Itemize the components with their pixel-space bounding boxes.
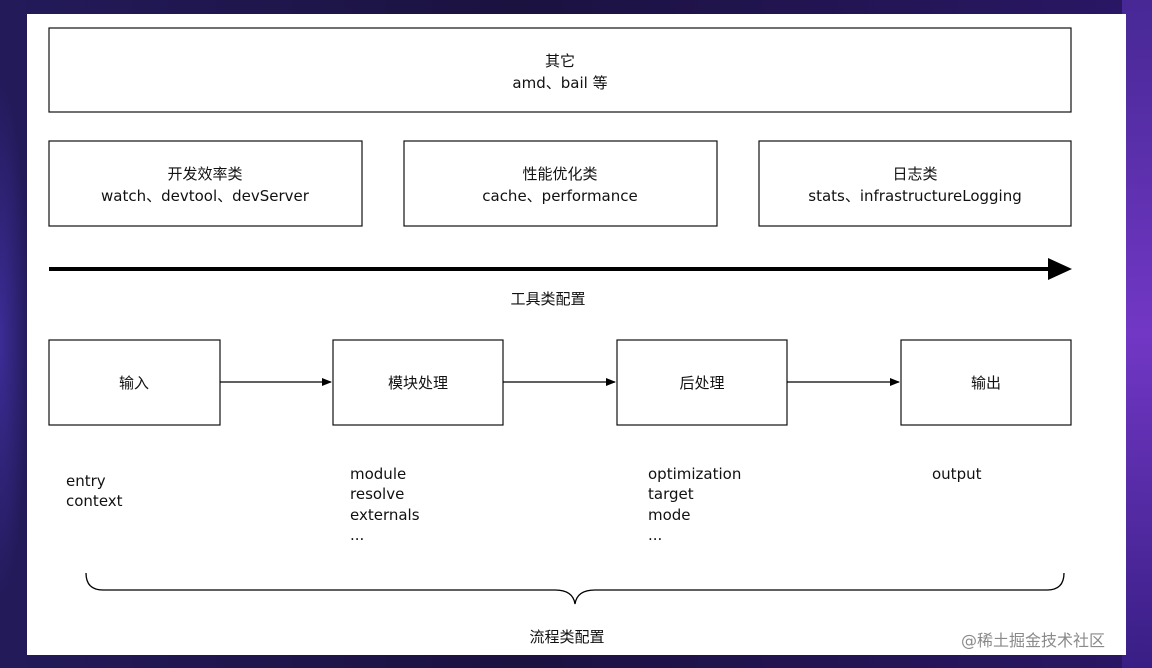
flow-node-label: 输入 <box>119 374 149 392</box>
flow-node-label: 模块处理 <box>388 374 448 392</box>
other-config-box: 其它 amd、bail 等 <box>48 27 1072 113</box>
flow-node-module-processing: 模块处理 <box>332 339 504 426</box>
tool-box-performance: 性能优化类 cache、performance <box>403 140 718 227</box>
option-item: output <box>932 465 982 483</box>
tool-config-label: 工具类配置 <box>510 290 585 308</box>
flow-node-label: 输出 <box>971 374 1001 392</box>
option-item: externals <box>350 506 420 524</box>
post-processing-options-list: optimization target mode ... <box>648 465 741 544</box>
option-item: ... <box>350 526 364 544</box>
other-config-items: amd、bail 等 <box>512 74 607 92</box>
footer-watermark: @稀土掘金技术社区 <box>961 631 1106 650</box>
tool-box-items: watch、devtool、devServer <box>101 187 310 205</box>
module-options-list: module resolve externals ... <box>350 465 420 544</box>
diagram-canvas <box>27 14 1126 655</box>
flow-node-input: 输入 <box>48 339 221 426</box>
option-item: target <box>648 485 694 503</box>
option-item: optimization <box>648 465 741 483</box>
option-item: mode <box>648 506 691 524</box>
output-options-list: output <box>932 465 982 483</box>
flow-group-brace <box>85 572 1065 605</box>
tool-box-items: cache、performance <box>482 187 638 205</box>
flow-node-output: 输出 <box>900 339 1072 426</box>
flow-node-post-processing: 后处理 <box>616 339 788 426</box>
option-item: entry <box>66 472 106 490</box>
flow-config-label: 流程类配置 <box>529 628 604 646</box>
flow-node-label: 后处理 <box>679 374 724 392</box>
option-item: ... <box>648 526 662 544</box>
input-options-list: entry context <box>66 472 123 510</box>
tool-axis-arrow <box>49 258 1072 280</box>
option-item: resolve <box>350 485 404 503</box>
option-item: context <box>66 492 123 510</box>
tool-box-items: stats、infrastructureLogging <box>808 187 1021 205</box>
tool-box-logging: 日志类 stats、infrastructureLogging <box>758 140 1072 227</box>
other-config-title: 其它 <box>545 52 575 70</box>
option-item: module <box>350 465 406 483</box>
tool-box-dev-efficiency: 开发效率类 watch、devtool、devServer <box>48 140 363 227</box>
tool-box-title: 性能优化类 <box>522 165 597 183</box>
background-glow-left <box>0 80 30 600</box>
tool-box-title: 日志类 <box>892 165 937 183</box>
background-glow-right <box>1122 0 1152 668</box>
tool-box-title: 开发效率类 <box>167 165 242 183</box>
